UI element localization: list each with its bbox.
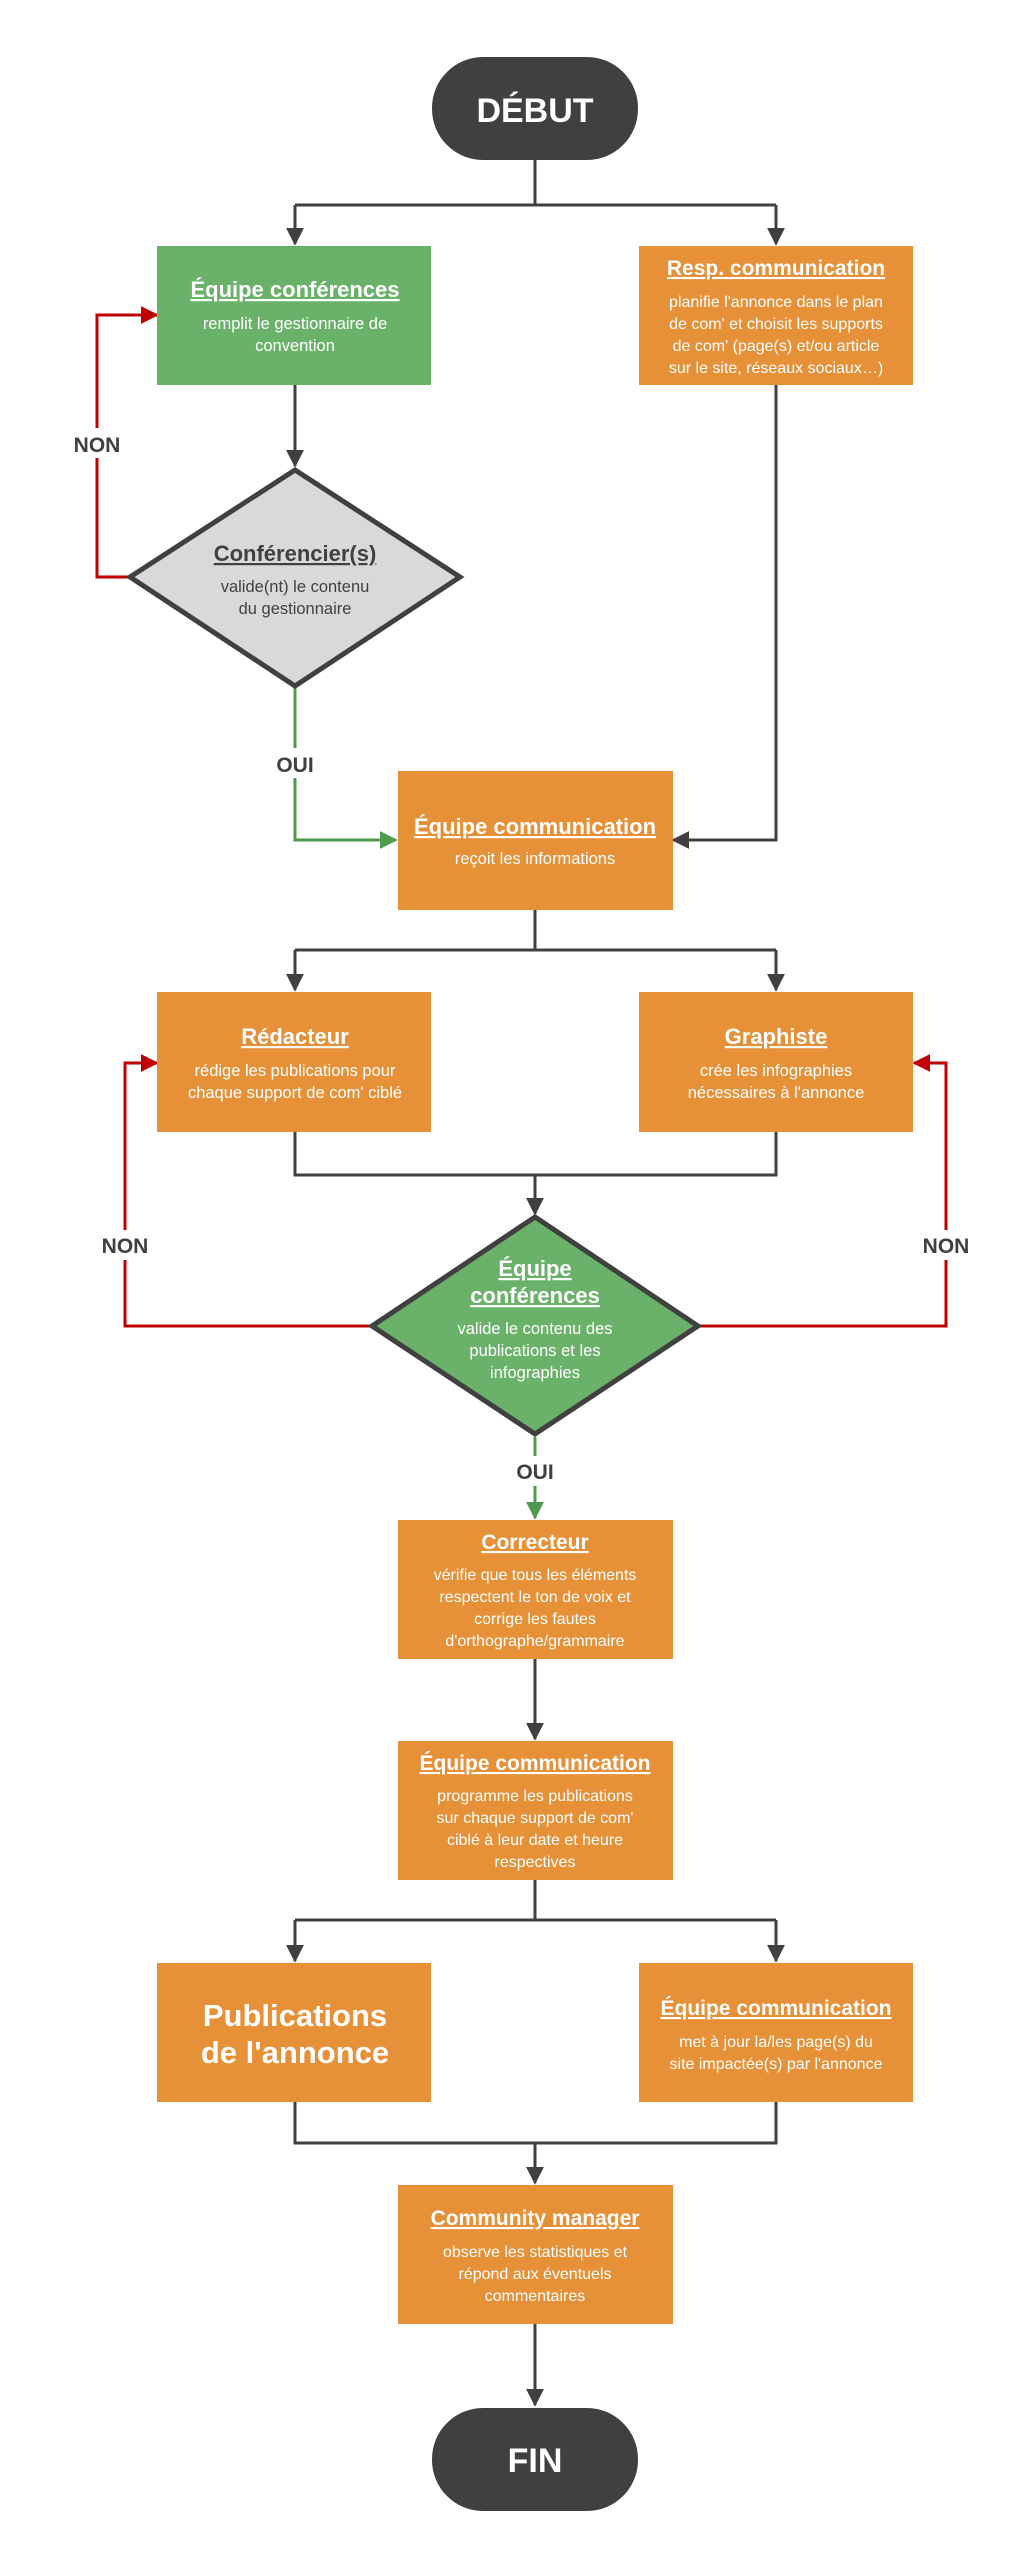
node-correcteur: Correcteur vérifie que tous les éléments…	[398, 1520, 673, 1659]
start-node: DÉBUT	[432, 57, 638, 160]
node-text: met à jour la/les page(s) du	[679, 2034, 873, 2051]
node-equipe-communication-3: Équipe communication met à jour la/les p…	[639, 1963, 913, 2102]
connector-equipe-com-2-split	[295, 1880, 776, 1922]
node-graphiste: Graphiste crée les infographies nécessai…	[639, 992, 913, 1132]
node-text: corrige les fautes	[474, 1611, 596, 1628]
label-bg	[68, 428, 128, 458]
node-text-large: Publications	[203, 1998, 387, 2033]
node-text: crée les infographies	[700, 1062, 852, 1080]
node-text: infographies	[490, 1364, 580, 1382]
node-title: Graphiste	[725, 1024, 828, 1049]
node-title: Rédacteur	[241, 1024, 349, 1049]
node-equipe-communication-2: Équipe communication programme les publi…	[398, 1741, 673, 1880]
connector-non-left	[123, 1054, 372, 1328]
label-bg	[96, 1230, 156, 1260]
connector-start-split	[295, 160, 776, 207]
node-text: remplit le gestionnaire de	[203, 315, 387, 333]
node-equipe-conferences-1: Équipe conférences remplit le gestionnai…	[157, 246, 431, 385]
node-title: Équipe communication	[414, 814, 656, 839]
node-text: sur le site, réseaux sociaux…)	[669, 360, 883, 377]
connector-equipe-com-split	[295, 910, 776, 952]
decision-equipe-conferences-2: Équipe conférences valide le contenu des…	[367, 1213, 703, 1437]
node-title: Community manager	[431, 2207, 640, 2230]
node-text: d'orthographe/grammaire	[445, 1633, 624, 1650]
end-node: FIN	[432, 2408, 638, 2511]
node-text: commentaires	[485, 2288, 585, 2305]
start-label: DÉBUT	[476, 92, 593, 130]
node-text: site impactée(s) par l'annonce	[670, 2056, 883, 2073]
node-text: valide(nt) le contenu	[221, 578, 370, 596]
node-text: publications et les	[469, 1342, 600, 1360]
node-text: de com' (page(s) et/ou article	[673, 338, 880, 355]
node-redacteur: Rédacteur rédige les publications pour c…	[157, 992, 431, 1132]
node-text: rédige les publications pour	[195, 1062, 396, 1080]
label-bg	[270, 748, 320, 778]
label-non-1: NON	[74, 434, 121, 457]
connector-merge-to-validation	[293, 1132, 778, 1177]
node-text: chaque support de com' ciblé	[188, 1084, 402, 1102]
node-community-manager: Community manager observe les statistiqu…	[398, 2185, 673, 2324]
label-bg	[916, 1230, 976, 1260]
node-text: sur chaque support de com'	[437, 1810, 634, 1827]
node-text: convention	[255, 337, 335, 355]
node-equipe-communication-1: Équipe communication reçoit les informat…	[398, 771, 673, 910]
node-text: observe les statistiques et	[443, 2244, 628, 2261]
node-publications: Publications de l'annonce	[157, 1963, 431, 2102]
node-title: Équipe communication	[660, 1997, 891, 2020]
connector-resp-com-to-equipe-com	[671, 385, 778, 849]
connector-oui-1	[293, 688, 398, 849]
node-text: vérifie que tous les éléments	[434, 1567, 637, 1584]
node-text: ciblé à leur date et heure	[447, 1832, 623, 1849]
node-text: respectent le ton de voix et	[439, 1589, 631, 1606]
label-non-right: NON	[923, 1235, 970, 1258]
label-oui-2: OUI	[516, 1461, 553, 1484]
node-title: conférences	[470, 1283, 600, 1308]
connector-non-right	[698, 1054, 948, 1328]
node-text: du gestionnaire	[239, 600, 352, 618]
label-oui-1: OUI	[276, 754, 313, 777]
node-text: respectives	[495, 1854, 576, 1871]
node-resp-communication: Resp. communication planifie l'annonce d…	[639, 246, 913, 385]
node-title: Équipe communication	[419, 1752, 650, 1775]
label-bg	[510, 1456, 560, 1486]
node-title: Équipe conférences	[190, 277, 399, 302]
node-text: programme les publications	[437, 1788, 633, 1805]
node-title: Équipe	[498, 1256, 571, 1281]
node-text-large: de l'annonce	[201, 2035, 389, 2070]
decision-conferenciers: Conférencier(s) valide(nt) le contenu du…	[125, 467, 465, 689]
end-label: FIN	[508, 2442, 563, 2480]
node-text: reçoit les informations	[455, 850, 615, 868]
node-text: planifie l'annonce dans le plan	[669, 294, 883, 311]
connector-merge-to-community	[293, 2102, 778, 2145]
node-text: de com' et choisit les supports	[669, 316, 883, 333]
node-title: Resp. communication	[667, 257, 885, 280]
label-non-left: NON	[102, 1235, 149, 1258]
node-text: valide le contenu des	[457, 1320, 612, 1338]
node-text: nécessaires à l'annonce	[688, 1084, 865, 1102]
node-title: Correcteur	[481, 1531, 588, 1554]
node-text: répond aux éventuels	[459, 2266, 612, 2283]
node-title: Conférencier(s)	[214, 541, 377, 566]
